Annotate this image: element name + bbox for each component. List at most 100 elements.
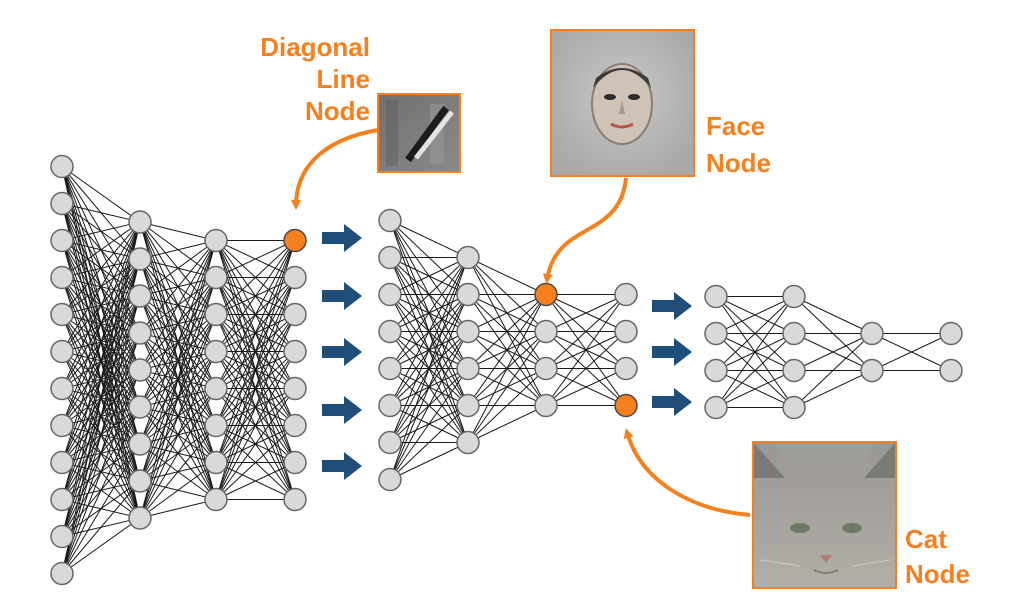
- face-node-label: Face Node: [706, 111, 771, 178]
- network-edge: [715, 296, 795, 371]
- network-edge: [61, 369, 141, 574]
- network-edge: [61, 221, 141, 352]
- diagonal-line-node-label: Diagonal Line Node: [260, 32, 370, 126]
- network-edge: [61, 221, 141, 574]
- network-node: [128, 506, 152, 530]
- network-node: [782, 395, 806, 420]
- network-edge: [215, 240, 296, 352]
- network-node: [283, 450, 307, 475]
- network-edge: [793, 370, 873, 408]
- network-node: [614, 356, 638, 381]
- highlighted-node: [614, 393, 638, 418]
- network-edge: [61, 166, 141, 223]
- network-edge: [61, 221, 141, 426]
- network-node: [782, 284, 806, 309]
- network-node: [204, 339, 228, 364]
- network-node: [50, 524, 74, 549]
- face-callout-arrow: [542, 177, 628, 284]
- cat-label-line2: Node: [905, 559, 970, 589]
- network-edge: [61, 480, 141, 574]
- network-edge: [793, 296, 873, 334]
- network-node: [456, 282, 480, 307]
- network-edge: [61, 221, 141, 389]
- network-edge: [467, 368, 547, 443]
- network-nodes: [50, 154, 963, 586]
- network-edge: [389, 331, 469, 480]
- network-edge: [215, 240, 296, 389]
- network-edge: [389, 442, 469, 480]
- network-node: [939, 321, 963, 346]
- network-node: [283, 487, 307, 512]
- network-edge: [389, 257, 469, 480]
- network-node: [128, 321, 152, 345]
- diagonal-label-line2: Line: [317, 64, 370, 94]
- right-arrow-icon: [322, 338, 362, 366]
- right-arrow-icon: [652, 338, 692, 366]
- network-edge: [545, 294, 627, 369]
- network-edge: [139, 388, 217, 519]
- right-arrow-icon: [652, 388, 692, 416]
- network-node: [939, 358, 963, 383]
- network-node: [782, 358, 806, 383]
- network-node: [50, 191, 74, 216]
- network-edge: [389, 405, 469, 480]
- network-node: [204, 487, 228, 512]
- network-edge: [61, 295, 141, 574]
- network-node: [283, 413, 307, 438]
- network-node: [283, 339, 307, 364]
- network-node: [204, 413, 228, 438]
- network-node: [50, 228, 74, 253]
- network-node: [456, 319, 480, 344]
- network-node: [378, 208, 402, 233]
- network-node: [704, 321, 728, 346]
- diagonal-callout-arrow: [291, 128, 379, 210]
- network-node: [378, 245, 402, 270]
- network-edge: [61, 406, 141, 574]
- network-edge: [139, 314, 217, 519]
- network-edge: [139, 499, 217, 519]
- network-node: [704, 395, 728, 420]
- cat-label-line1: Cat: [905, 524, 947, 554]
- network-node: [128, 469, 152, 493]
- network-edge: [467, 294, 547, 332]
- network-node: [128, 432, 152, 456]
- face-feature-icon: [550, 29, 695, 177]
- right-arrow-icon: [322, 282, 362, 310]
- network-edge: [139, 240, 217, 482]
- network-node: [128, 247, 152, 271]
- network-node: [534, 356, 558, 381]
- cat-callout-arrow: [623, 428, 751, 517]
- network-node: [378, 319, 402, 344]
- network-edge: [389, 257, 469, 369]
- cat-face-feature-icon: [752, 441, 897, 589]
- right-arrow-icon: [322, 396, 362, 424]
- network-edge: [61, 203, 141, 223]
- network-edges: [61, 166, 952, 574]
- network-edge: [139, 240, 217, 519]
- network-node: [128, 210, 152, 234]
- network-edge: [139, 221, 217, 241]
- network-node: [614, 319, 638, 344]
- network-edge: [389, 257, 469, 332]
- network-edge: [545, 294, 627, 406]
- network-node: [50, 376, 74, 401]
- network-edge: [61, 221, 141, 463]
- network-edge: [467, 331, 547, 443]
- stage-arrows: [322, 224, 692, 480]
- network-edge: [215, 240, 296, 500]
- network-node: [378, 467, 402, 492]
- diagonal-label-line1: Diagonal: [260, 32, 370, 62]
- network-node: [378, 393, 402, 418]
- network-node: [614, 282, 638, 307]
- network-node: [50, 339, 74, 364]
- network-node: [128, 358, 152, 382]
- highlighted-node: [283, 228, 307, 253]
- network-edge: [215, 425, 296, 500]
- network-edge: [871, 333, 952, 371]
- network-node: [534, 393, 558, 418]
- network-edge: [545, 294, 627, 332]
- network-edge: [215, 462, 296, 500]
- network-node: [50, 413, 74, 438]
- network-edge: [61, 221, 141, 278]
